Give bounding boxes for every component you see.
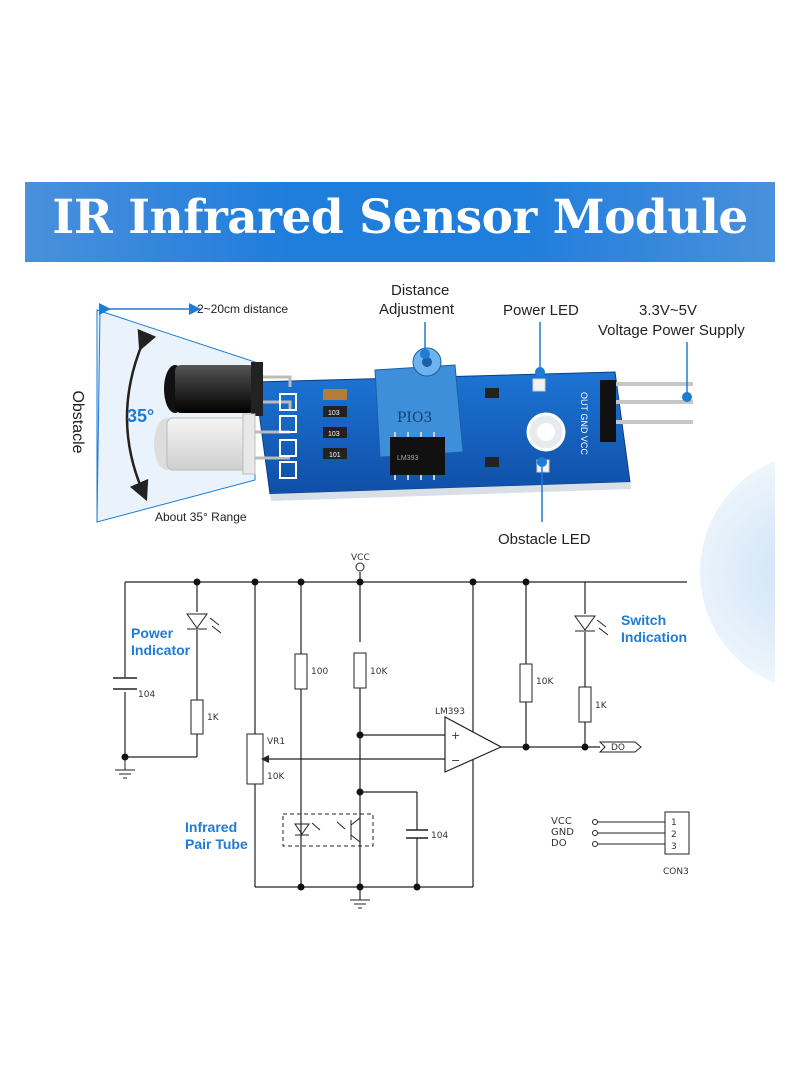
resistor-marking: 103 (328, 431, 340, 438)
title-banner: IR Infrared Sensor Module (25, 182, 775, 262)
resistor-10k-right (519, 663, 533, 703)
vr-label: VR1 (267, 737, 285, 747)
ir-emitter-led (164, 362, 292, 416)
infrared-pair-box (282, 813, 374, 847)
resistor-100 (294, 653, 308, 690)
power-led-label: Power LED (503, 302, 579, 319)
ir-receiver-led (154, 413, 290, 475)
smd-part (485, 388, 499, 398)
vcc-label: VCC (351, 553, 370, 563)
solder-pads (279, 393, 297, 479)
pin-marking: OUT GND VCC (579, 392, 589, 455)
do-output-port (598, 741, 642, 753)
pointer-dot (682, 392, 692, 402)
connector-con3: VCC GND DO 1 2 3 CON3 (551, 811, 690, 877)
potentiometer: PIO3 (374, 347, 464, 458)
power-led-component (532, 378, 546, 392)
infrared-pair-line2: Pair Tube (185, 836, 248, 852)
distance-adjustment-line2: Adjustment (379, 301, 455, 318)
lm393-chip: LM393 (390, 432, 445, 480)
opamp-plus: + (451, 729, 460, 742)
infographic-panel: IR Infrared Sensor Module (25, 182, 775, 919)
power-led-symbol (186, 613, 222, 634)
range-label: About 35° Range (155, 510, 247, 524)
capacitor-104-left (113, 677, 137, 690)
res-10k-right-label: 10K (536, 677, 554, 687)
conn-name: CON3 (663, 867, 689, 877)
supply-line1: 3.3V~5V (639, 302, 697, 319)
conn-label-gnd: GND (551, 827, 574, 838)
cap-bottom-label: 104 (431, 831, 448, 841)
conn-pin-1: 1 (671, 818, 677, 828)
opamp-label: LM393 (435, 707, 465, 717)
ground-symbol (115, 757, 135, 779)
pointer-dot (535, 367, 545, 377)
smd-resistors: 103 103 101 (323, 389, 347, 459)
supply-line2: Voltage Power Supply (598, 322, 745, 339)
res-1k-left-label: 1K (207, 713, 220, 723)
ground-symbol (350, 899, 370, 909)
res-100-label: 100 (311, 667, 328, 677)
diagram-canvas: 2~20cm distance Obstacle 35° About 35° R… (69, 282, 745, 909)
resistor-marking: 101 (329, 452, 341, 459)
chip-marking: LM393 (397, 455, 419, 462)
switch-indication-line2: Indication (621, 629, 687, 645)
conn-label-do: DO (551, 838, 567, 849)
pointer-dot (420, 349, 430, 359)
vcc-terminal (355, 562, 365, 572)
junction-dots (121, 578, 589, 891)
conn-label-vcc: VCC (551, 816, 572, 827)
power-indicator-line1: Power (131, 625, 174, 641)
capacitor-104-bottom (406, 829, 428, 839)
switch-indication-line1: Switch (621, 612, 666, 628)
distance-label: 2~20cm distance (197, 302, 288, 316)
power-indicator-line2: Indicator (131, 642, 191, 658)
obstacle-label: Obstacle (69, 390, 86, 453)
infrared-pair-line1: Infrared (185, 819, 237, 835)
ir-diode-symbol (294, 822, 321, 836)
switch-led-symbol (574, 615, 609, 636)
do-output-label: DO (611, 743, 625, 753)
obstacle-led-label: Obstacle LED (498, 531, 591, 548)
res-1k-right-label: 1K (595, 701, 608, 711)
resistor-10k-mid (353, 652, 367, 689)
mounting-hole-center (537, 423, 555, 441)
opamp-minus: − (451, 754, 460, 767)
pointer-dot (537, 457, 547, 467)
resistor-1k-right (578, 686, 592, 723)
potentiometer-vr1 (246, 733, 264, 785)
conn-pin-3: 3 (671, 842, 677, 852)
page-title: IR Infrared Sensor Module (52, 190, 748, 245)
resistor-1k-left (190, 699, 204, 735)
angle-arc (125, 328, 157, 502)
conn-pin-2: 2 (671, 830, 677, 840)
opamp-symbol (444, 715, 503, 773)
res-10k-mid-label: 10K (370, 667, 388, 677)
detection-cone (96, 309, 256, 523)
pot-marking: PIO3 (397, 410, 432, 426)
vr-value: 10K (267, 772, 285, 782)
distance-adjustment-line1: Distance (391, 282, 449, 299)
angle-label: 35° (127, 406, 154, 426)
resistor-marking: 103 (328, 410, 340, 417)
smd-part (485, 457, 499, 467)
header-pins (600, 380, 693, 442)
phototransistor-symbol (336, 817, 361, 843)
cap-left-label: 104 (138, 690, 155, 700)
